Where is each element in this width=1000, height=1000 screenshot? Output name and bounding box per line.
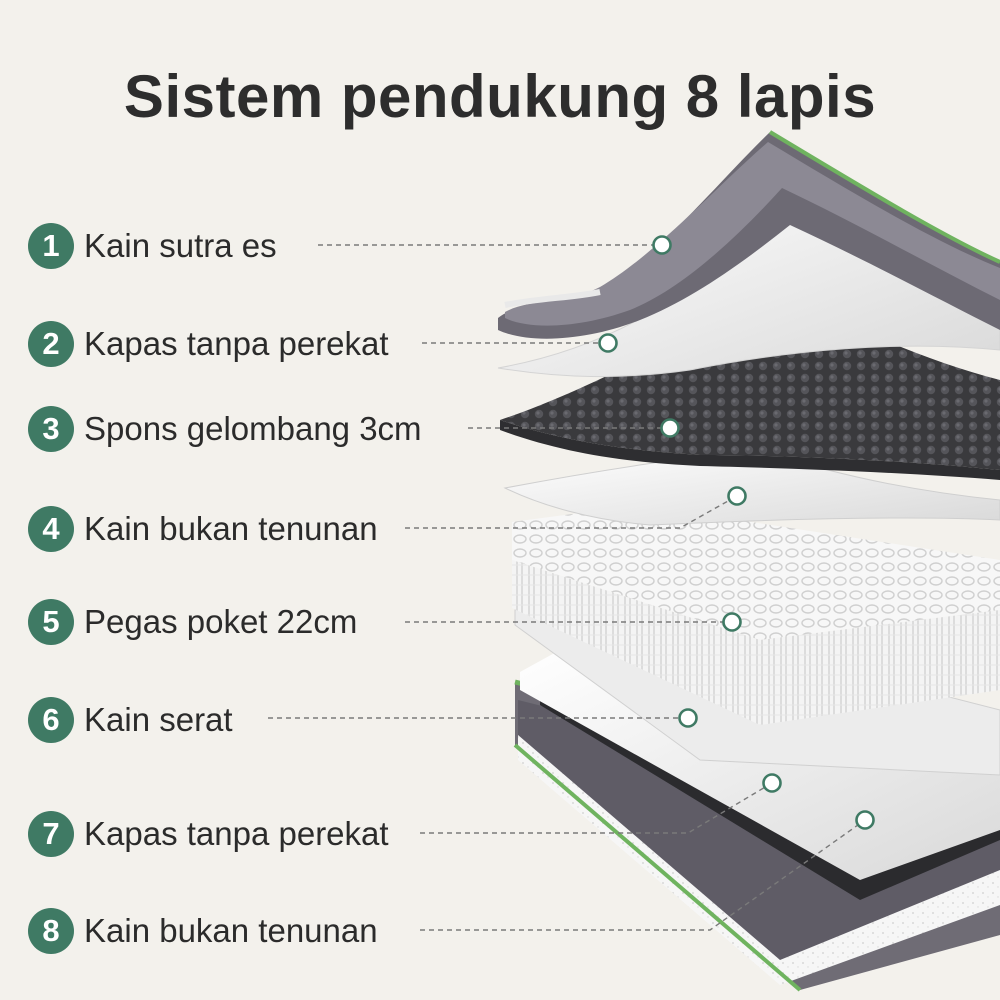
layer-number-badge: 1 bbox=[28, 223, 74, 269]
leader-lines bbox=[268, 244, 866, 931]
leader-line-7 bbox=[420, 782, 773, 834]
leader-dot-7 bbox=[762, 773, 782, 793]
leader-dot-1 bbox=[652, 235, 672, 255]
layer-label-7: 7 Kapas tanpa perekat bbox=[28, 810, 389, 858]
layer-number-badge: 7 bbox=[28, 811, 74, 857]
layer-name: Kain bukan tenunan bbox=[84, 510, 378, 547]
leader-dot-8 bbox=[855, 810, 875, 830]
layer-name: Kain serat bbox=[84, 701, 233, 738]
layer-label-5: 5 Pegas poket 22cm bbox=[28, 598, 357, 646]
layer-number-badge: 5 bbox=[28, 599, 74, 645]
layer-name: Kain sutra es bbox=[84, 227, 277, 264]
layer-number-badge: 2 bbox=[28, 321, 74, 367]
leader-dot-4 bbox=[727, 486, 747, 506]
layer-name: Pegas poket 22cm bbox=[84, 603, 358, 640]
leader-dots bbox=[598, 235, 875, 830]
layer-number-badge: 4 bbox=[28, 506, 74, 552]
layer-number-badge: 3 bbox=[28, 406, 74, 452]
layer-number-badge: 6 bbox=[28, 697, 74, 743]
layer-number-badge: 8 bbox=[28, 908, 74, 954]
layer-name: Kapas tanpa perekat bbox=[84, 815, 389, 852]
layer-name: Spons gelombang 3cm bbox=[84, 410, 422, 447]
leader-dot-6 bbox=[678, 708, 698, 728]
leader-dot-2 bbox=[598, 333, 618, 353]
ice-silk-fabric bbox=[498, 130, 1000, 339]
layer-label-1: 1 Kain sutra es bbox=[28, 222, 277, 270]
leader-dot-3 bbox=[660, 418, 680, 438]
leader-line-4 bbox=[405, 495, 738, 529]
leader-line-8 bbox=[420, 819, 866, 931]
layer-name: Kapas tanpa perekat bbox=[84, 325, 389, 362]
layer-label-8: 8 Kain bukan tenunan bbox=[28, 907, 378, 955]
pocket-spring-block bbox=[512, 505, 1000, 725]
layer-label-3: 3 Spons gelombang 3cm bbox=[28, 405, 422, 453]
layer-label-4: 4 Kain bukan tenunan bbox=[28, 505, 378, 553]
page-title: Sistem pendukung 8 lapis bbox=[123, 63, 877, 130]
layer-label-2: 2 Kapas tanpa perekat bbox=[28, 320, 389, 368]
layer-name: Kain bukan tenunan bbox=[84, 912, 378, 949]
layer-label-6: 6 Kain serat bbox=[28, 696, 233, 744]
leader-dot-5 bbox=[722, 612, 742, 632]
